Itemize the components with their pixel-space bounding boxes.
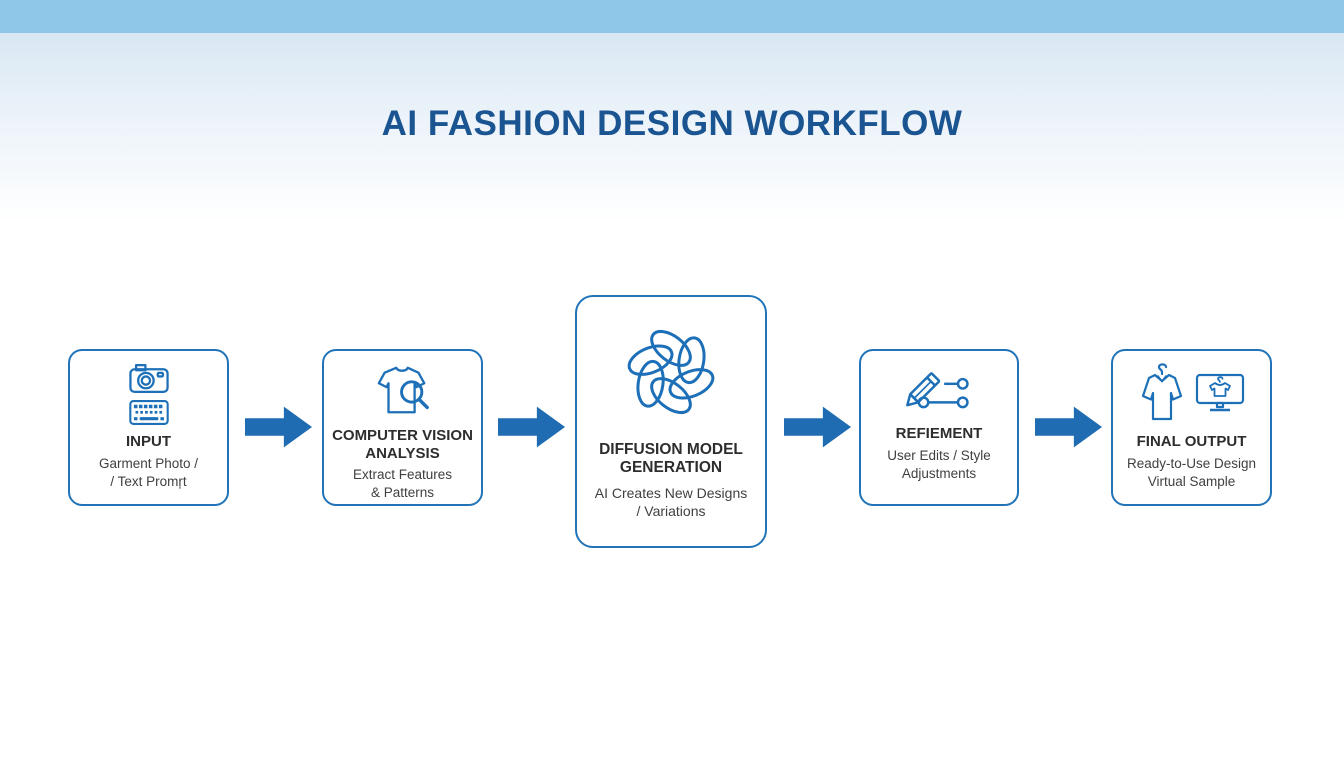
tshirt-magnifier-icon xyxy=(374,362,432,420)
step-box-refinement: REFIEMENT User Edits / Style Adjustments xyxy=(859,349,1019,506)
flow-arrow-right-icon xyxy=(1035,404,1103,450)
step-title: INPUT xyxy=(126,433,171,450)
camera-icon xyxy=(128,362,170,395)
step-subtitle: Extract Features & Patterns xyxy=(352,467,453,501)
step-box-final-output: FINAL OUTPUT Ready-to-Use Design Virtual… xyxy=(1111,349,1272,506)
step-title: FINAL OUTPUT xyxy=(1136,433,1247,450)
keyboard-icon xyxy=(128,399,170,426)
step-subtitle: AI Creates New Designs / Variations xyxy=(594,484,748,520)
diffusion-swirl-icon xyxy=(612,313,730,431)
header-gradient xyxy=(0,33,1344,223)
step-box-diffusion-model-generation: DIFFUSION MODEL GENERATION AI Creates Ne… xyxy=(575,295,767,548)
monitor-design-icon xyxy=(1195,371,1245,417)
flow-arrow-right-icon xyxy=(245,404,313,450)
step-subtitle: Ready-to-Use Design Virtual Sample xyxy=(1126,455,1257,489)
garment-hanger-icon xyxy=(1139,362,1185,426)
step-subtitle: Garment Photo / / Text Promŗt xyxy=(98,455,199,489)
flow-arrow-right-icon xyxy=(498,404,566,450)
input-icons xyxy=(128,362,170,426)
page-title: AI FASHION DESIGN WORKFLOW xyxy=(381,104,963,143)
step-title: REFIEMENT xyxy=(895,425,983,442)
pencil-sliders-icon xyxy=(906,362,972,418)
flow-arrow-right-icon xyxy=(784,404,852,450)
top-accent-bar xyxy=(0,0,1344,33)
final-output-icons xyxy=(1139,362,1245,426)
step-title: DIFFUSION MODEL GENERATION xyxy=(599,441,743,477)
step-title: COMPUTER VISION ANALYSIS xyxy=(332,427,473,462)
step-box-input: INPUT Garment Photo / / Text Promŗt xyxy=(68,349,229,506)
step-box-computer-vision-analysis: COMPUTER VISION ANALYSIS Extract Feature… xyxy=(322,349,483,506)
step-subtitle: User Edits / Style Adjustments xyxy=(887,447,991,481)
